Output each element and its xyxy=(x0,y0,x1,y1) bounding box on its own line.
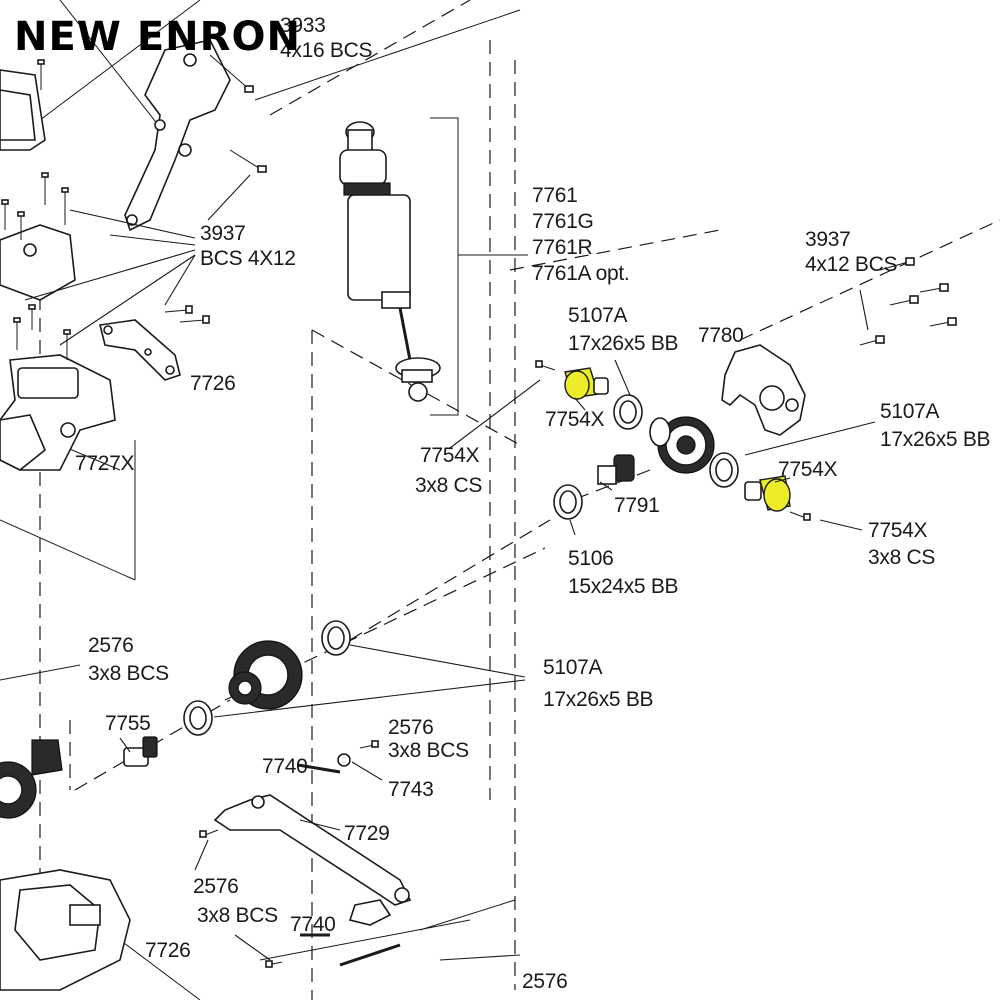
callout-7743: 7743 xyxy=(388,778,434,801)
callout-5107a-right-number: 5107A xyxy=(880,400,940,423)
shock-bracket-lines xyxy=(430,117,528,416)
callout-7729: 7729 xyxy=(344,822,390,845)
callout-2576-low-spec: 3x8 BCS xyxy=(197,904,278,927)
callout-2576-mid-spec: 3x8 BCS xyxy=(388,739,469,762)
outdrive-left-cup xyxy=(564,370,590,400)
callout-5107a-right-spec: 17x26x5 BB xyxy=(880,428,990,451)
bearings xyxy=(183,394,739,736)
callout-2576-mid-number: 2576 xyxy=(388,716,434,739)
callout-5106-spec: 15x24x5 BB xyxy=(568,575,678,598)
callout-7740-bottom: 7740 xyxy=(290,913,336,936)
callout-7761: 7761 xyxy=(532,184,578,207)
callout-7740-top: 7740 xyxy=(262,755,308,778)
callout-3937-right-spec: 4x12 BCS xyxy=(805,253,897,276)
outdrive-right-cup xyxy=(763,478,791,512)
shock-absorber xyxy=(339,121,441,402)
callout-7755: 7755 xyxy=(105,712,151,735)
link-plate-7726 xyxy=(99,319,181,381)
callout-3937-right-number: 3937 xyxy=(805,228,851,251)
callout-7726-bottom: 7726 xyxy=(145,939,191,962)
callout-2576-left-number: 2576 xyxy=(88,634,134,657)
callout-7754x-cs-right-spec: 3x8 CS xyxy=(868,546,935,569)
callout-2576-low-number: 2576 xyxy=(193,875,239,898)
callout-7754x-left: 7754X xyxy=(545,408,605,431)
callout-7754x-right: 7754X xyxy=(778,458,838,481)
callout-5107a-top-spec: 17x26x5 BB xyxy=(568,332,678,355)
pinion-gear-7791 xyxy=(597,454,635,485)
callout-7761g: 7761G xyxy=(532,210,594,233)
callout-5106-number: 5106 xyxy=(568,547,614,570)
suspension-arm-7729 xyxy=(213,794,412,926)
spur-gear-stack xyxy=(228,640,303,710)
gearbox-cover-7780 xyxy=(721,344,806,436)
screws xyxy=(1,54,957,968)
callout-7761a: 7761A opt. xyxy=(532,262,629,285)
callout-labels: 3933 4x16 BCS 3937 BCS 4X12 7726 7727X 7… xyxy=(75,14,991,993)
callout-7754x-cs-left-number: 7754X xyxy=(420,444,480,467)
callout-3933-number: 3933 xyxy=(280,14,326,37)
brand-logo: NEW ENRON xyxy=(14,14,301,60)
callout-7754x-cs-right-number: 7754X xyxy=(868,519,928,542)
leader-lines xyxy=(0,174,876,961)
callout-3937-left-number: 3937 xyxy=(200,222,246,245)
callout-5107a-mid-number: 5107A xyxy=(543,656,603,679)
callout-5107a-top-number: 5107A xyxy=(568,304,628,327)
callout-7761r: 7761R xyxy=(532,236,593,259)
upper-bracket-part xyxy=(124,39,231,232)
callout-7780: 7780 xyxy=(698,324,744,347)
callout-3937-left-spec: BCS 4X12 xyxy=(200,247,296,270)
callout-7791: 7791 xyxy=(614,494,660,517)
callout-3933-spec: 4x16 BCS xyxy=(280,39,372,62)
callout-5107a-mid-spec: 17x26x5 BB xyxy=(543,688,653,711)
callout-7754x-cs-left-spec: 3x8 CS xyxy=(415,474,482,497)
outdrive-highlighted-right xyxy=(744,475,791,512)
callout-7726-top: 7726 xyxy=(190,372,236,395)
outdrive-highlighted-left xyxy=(564,367,609,400)
input-shaft-7755 xyxy=(123,736,158,767)
callout-2576-left-spec: 3x8 BCS xyxy=(88,662,169,685)
callout-7727x: 7727X xyxy=(75,452,135,475)
callout-2576-bottom: 2576 xyxy=(522,970,568,993)
chassis-assembly-left xyxy=(0,69,131,991)
differential-gear xyxy=(649,416,715,474)
